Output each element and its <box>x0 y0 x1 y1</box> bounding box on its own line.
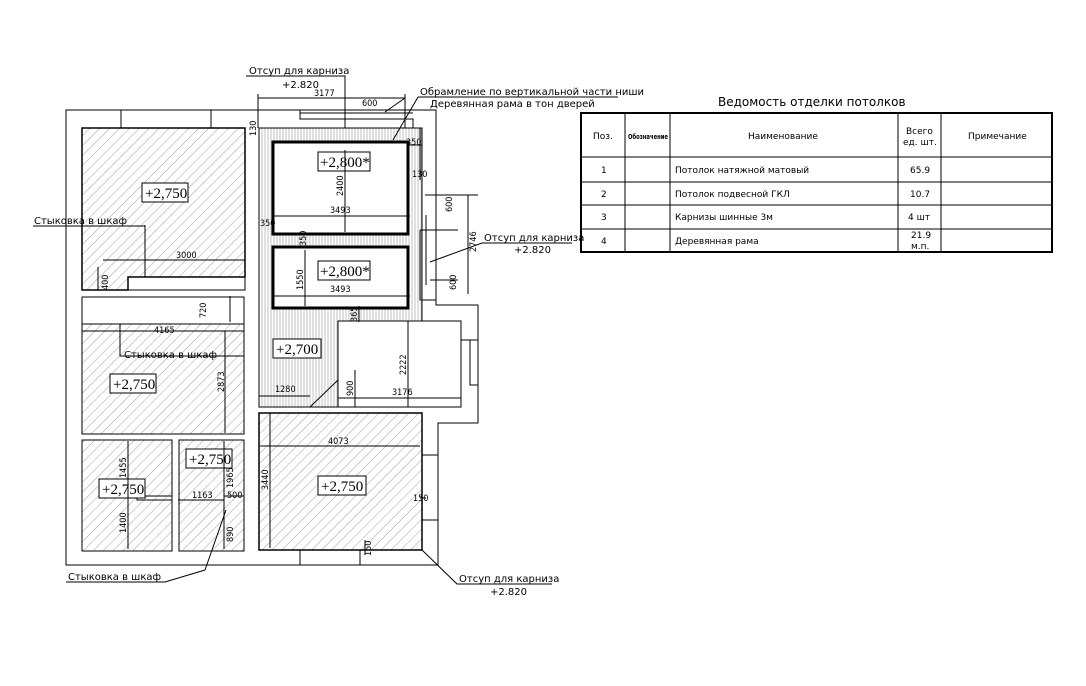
dimension-lines <box>82 94 478 571</box>
row-total: 21.9 <box>911 231 931 241</box>
dim-600: 600 <box>449 275 459 290</box>
dim-350: 350 <box>299 231 309 246</box>
dim-2400: 2400 <box>336 175 346 196</box>
row-pos: 2 <box>601 190 607 200</box>
level-box-2: +2,800* <box>320 264 370 280</box>
level-bottom-room: +2,750 <box>321 479 363 495</box>
level-room-d: +2,750 <box>189 452 231 468</box>
header-pos: Поз. <box>593 132 613 142</box>
level-room-b: +2,750 <box>113 377 155 393</box>
dim-3176: 3176 <box>392 388 413 398</box>
cornice-right-level: +2.820 <box>514 245 551 256</box>
row-name: Карнизы шинные 3м <box>675 213 773 223</box>
dim-365: 365 <box>350 307 360 322</box>
row-name: Потолок подвесной ГКЛ <box>675 190 790 200</box>
niche-frame-label: Обрамление по вертикальной части ниши <box>420 87 644 98</box>
dim-400: 400 <box>101 275 111 290</box>
header-total-unit: ед. шт. <box>903 138 937 148</box>
row-name: Деревянная рама <box>675 237 759 247</box>
dimension-labels: 3177 600 130 350 130 2400 3493 350 350 1… <box>101 89 479 556</box>
dim-3493: 3493 <box>330 285 351 295</box>
row-name: Потолок натяжной матовый <box>675 166 809 176</box>
row-pos: 3 <box>601 213 607 223</box>
dim-1550: 1550 <box>296 269 306 290</box>
dim-3493: 3493 <box>330 206 351 216</box>
table-row: 4 Деревянная рама 21.9 м.п. <box>601 231 931 252</box>
dim-350: 350 <box>260 219 275 229</box>
schedule-title: Ведомость отделки потолков <box>718 95 906 109</box>
row-total: 10.7 <box>910 190 930 200</box>
room-b <box>81 296 245 435</box>
dim-1400: 1400 <box>119 512 129 533</box>
dim-3000: 3000 <box>176 251 197 261</box>
dim-720: 720 <box>199 303 209 318</box>
cornice-bottom-label: Отсуп для карниза <box>459 574 559 585</box>
dim-3177: 3177 <box>314 89 335 99</box>
dim-2746: 2746 <box>469 231 479 252</box>
level-room-a: +2,750 <box>145 186 187 202</box>
dim-900: 900 <box>346 381 356 396</box>
dim-2222: 2222 <box>399 354 409 375</box>
leader-annotations: Отсуп для карниза +2.820 Обрамление по в… <box>33 66 644 598</box>
header-name: Наименование <box>748 132 818 142</box>
row-total: 4 шт <box>908 213 930 223</box>
dim-1280: 1280 <box>275 385 296 395</box>
joint-wardrobe-label: Стыковка в шкаф <box>34 216 127 227</box>
header-note: Примечание <box>968 132 1027 142</box>
table-row: 3 Карнизы шинные 3м 4 шт <box>601 213 930 223</box>
room-a <box>81 127 246 291</box>
wood-frame-label: Деревянная рама в тон дверей <box>430 99 595 110</box>
row-total-unit: м.п. <box>911 242 929 252</box>
cornice-top-level: +2.820 <box>282 80 319 91</box>
dim-130: 130 <box>249 121 259 136</box>
dim-130: 130 <box>412 170 427 180</box>
header-designation: Обозначение <box>628 133 668 141</box>
dim-1965: 1965 <box>226 467 236 488</box>
dim-350: 350 <box>406 138 421 148</box>
dim-4165: 4165 <box>154 326 175 336</box>
joint-wardrobe-label: Стыковка в шкаф <box>68 572 161 583</box>
dim-4073: 4073 <box>328 437 349 447</box>
dim-600: 600 <box>362 99 377 109</box>
dim-890: 890 <box>226 527 236 542</box>
room-right-unfinished <box>337 320 462 408</box>
dim-150: 150 <box>364 541 374 556</box>
outer-walls <box>65 109 479 566</box>
dim-2873: 2873 <box>217 371 227 392</box>
row-pos: 4 <box>601 237 607 247</box>
cornice-top-label: Отсуп для карниза <box>249 66 349 77</box>
row-total: 65.9 <box>910 166 930 176</box>
dim-500: 500 <box>227 491 242 501</box>
dim-150: 150 <box>413 494 428 504</box>
table-row: 1 Потолок натяжной матовый 65.9 <box>601 166 930 176</box>
cornice-right-label: Отсуп для карниза <box>484 233 584 244</box>
table-row: 2 Потолок подвесной ГКЛ 10.7 <box>601 190 930 200</box>
joint-wardrobe-label: Стыковка в шкаф <box>124 350 217 361</box>
dim-3440: 3440 <box>261 469 271 490</box>
level-room-c: +2,750 <box>102 482 144 498</box>
ceiling-finish-schedule: Ведомость отделки потолков Поз. Обозначе… <box>580 95 1053 253</box>
header-total: Всего <box>906 127 933 137</box>
level-hall: +2,700 <box>276 342 318 358</box>
cornice-bottom-level: +2.820 <box>490 587 527 598</box>
row-pos: 1 <box>601 166 607 176</box>
dim-600: 600 <box>445 197 455 212</box>
dim-1163: 1163 <box>192 491 213 501</box>
dim-1455: 1455 <box>119 457 129 478</box>
